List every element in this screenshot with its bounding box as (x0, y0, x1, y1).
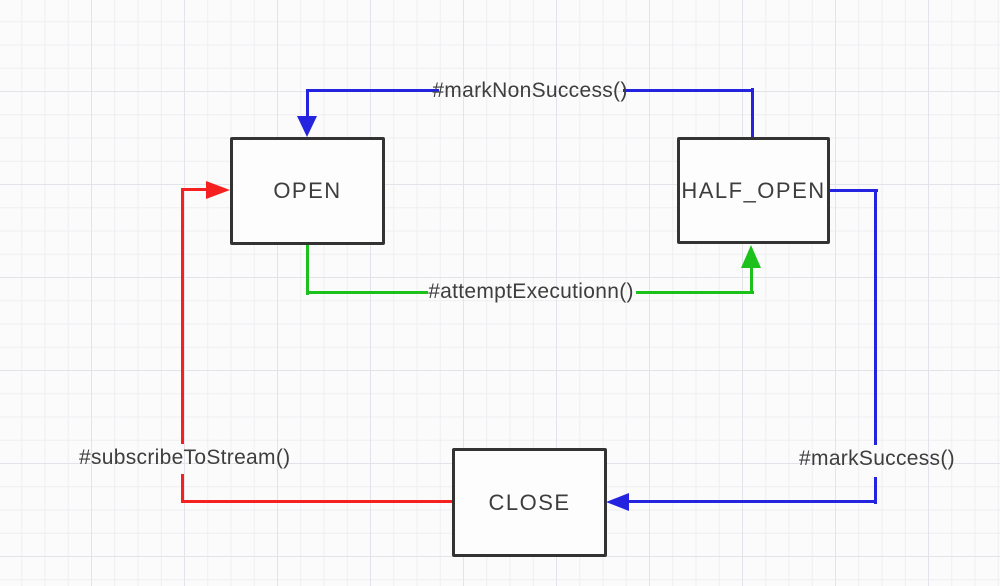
edge-mark-success-line (628, 500, 877, 503)
edge-attempt-execution-label: #attemptExecutionn() (428, 280, 634, 303)
edge-mark-success-line (874, 189, 877, 445)
edge-mark-non-success-line (751, 88, 754, 137)
edge-mark-non-success-line (623, 89, 754, 92)
edge-attempt-execution-line (306, 291, 428, 294)
node-close-label: CLOSE (488, 489, 571, 515)
node-half-open-label: HALF_OPEN (681, 177, 826, 203)
edge-subscribe-to-stream-line (181, 188, 207, 191)
edge-mark-success-line (830, 189, 878, 192)
edge-mark-success-line (874, 477, 877, 504)
edge-attempt-execution-line (750, 268, 753, 294)
edge-mark-non-success-arrowhead-icon (297, 116, 317, 137)
edge-attempt-execution-arrowhead-icon (741, 245, 761, 268)
edge-subscribe-to-stream-line (181, 474, 184, 503)
edge-mark-non-success-line (306, 89, 309, 119)
node-open-label: OPEN (273, 178, 342, 203)
edge-attempt-execution-line (636, 291, 754, 294)
edge-subscribe-to-stream-arrowhead-icon (206, 181, 230, 199)
edge-subscribe-to-stream-line (181, 189, 184, 444)
edge-attempt-execution-line (306, 245, 309, 295)
edge-mark-non-success-label: #markNonSuccess() (432, 79, 628, 102)
edge-mark-success-label: #markSuccess() (799, 447, 955, 470)
node-open: OPEN (230, 137, 385, 245)
edge-mark-success-arrowhead-icon (606, 493, 629, 511)
node-close: CLOSE (452, 448, 607, 557)
node-half-open: HALF_OPEN (677, 137, 830, 244)
edge-subscribe-to-stream-line (181, 500, 452, 503)
edge-subscribe-to-stream-label: #subscribeToStream() (79, 446, 291, 469)
edge-mark-non-success-line (306, 89, 439, 92)
